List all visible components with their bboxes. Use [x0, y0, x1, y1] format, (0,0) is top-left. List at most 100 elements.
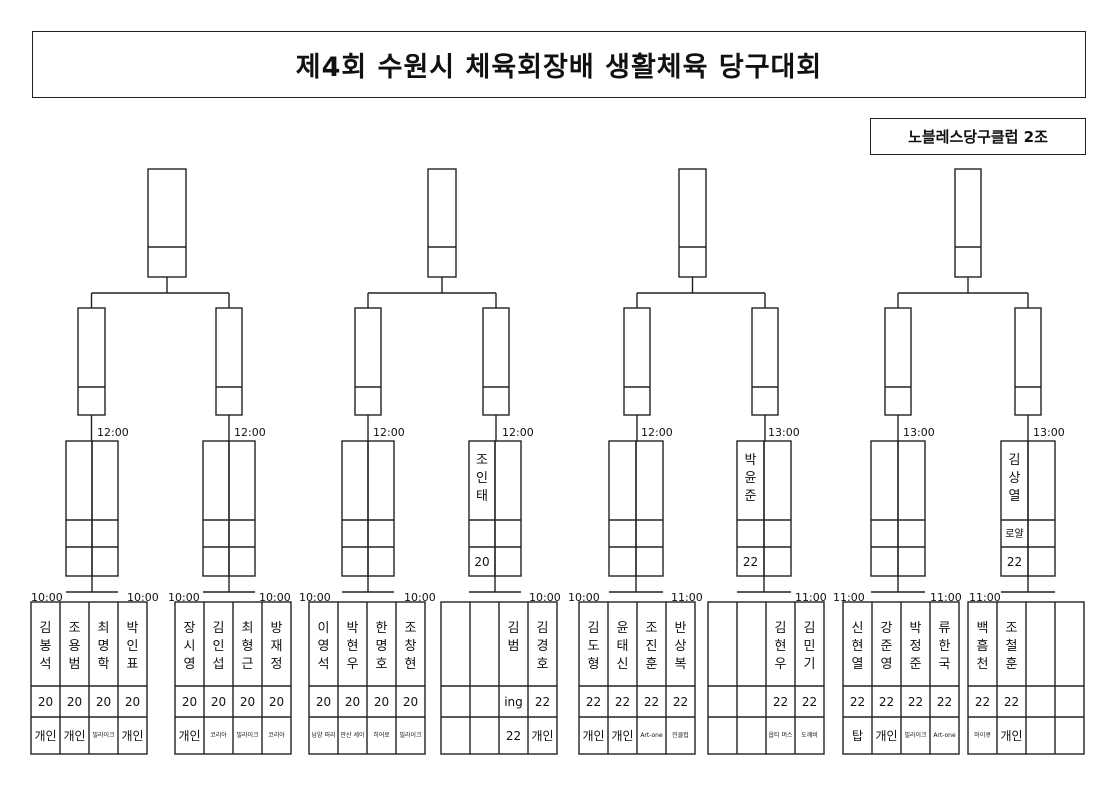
round2-winner-score [66, 555, 92, 569]
player-club: Art-one [640, 732, 663, 739]
round2-winner-score [609, 555, 636, 569]
match-time-semi-left: 12:00 [373, 426, 405, 439]
player-name: 한 명 호 [375, 621, 388, 672]
round2-winner-name [609, 452, 636, 517]
player-club: 개인 [178, 729, 201, 743]
player-club: 코리아 [210, 732, 227, 739]
player-score: 22 [585, 695, 602, 709]
player-club: 빌라이크 [92, 732, 115, 739]
player-name [470, 620, 499, 682]
match-time-first-4: 10:00 [259, 591, 291, 604]
player-club: 개인 [582, 729, 605, 743]
round2-winner-name [66, 452, 92, 517]
player-club: 22 [505, 729, 522, 743]
match-time-semi-right: 13:00 [768, 426, 800, 439]
match-time-semi-right: 13:00 [1033, 426, 1065, 439]
player-name: 조 창 현 [404, 621, 417, 672]
player-score: 22 [534, 695, 551, 709]
match-time-first-1: 10:00 [299, 591, 331, 604]
round2-winner-club [737, 528, 764, 542]
player-club: 빌라이크 [236, 732, 259, 739]
round2-winner-name: 조 인 태 [476, 453, 488, 504]
player-club: 개인 [34, 729, 57, 743]
round2-cell [367, 440, 395, 577]
match-time-first-1: 10:00 [31, 591, 63, 604]
round2-cell [91, 440, 119, 577]
player-score: 20 [373, 695, 390, 709]
player-name: 김 인 섭 [212, 621, 225, 672]
player-score: 22 [974, 695, 991, 709]
player-club: 마이큐 [974, 732, 991, 739]
player-club: 도깨비 [801, 732, 818, 739]
round2-winner-score: 22 [1006, 555, 1023, 569]
player-name [441, 620, 470, 682]
player-score [1026, 695, 1055, 709]
player-club: 개인 [121, 729, 144, 743]
player-score: 22 [801, 695, 818, 709]
match-time-first-2: 10:00 [127, 591, 159, 604]
player-name [737, 620, 766, 682]
player-name: 김 도 형 [587, 621, 600, 672]
player-name: 조 진 훈 [645, 621, 658, 672]
round2-winner-club [203, 528, 229, 542]
round2-cell [763, 440, 792, 577]
match-time-first-1: 11:00 [833, 591, 865, 604]
player-score: 20 [210, 695, 227, 709]
player-name: 김 현 우 [774, 621, 787, 672]
player-name: 이 영 석 [317, 621, 330, 672]
page-title: 제4회 수원시 체육회장배 생활체육 당구대회 [32, 31, 1086, 98]
match-time-semi-left: 13:00 [903, 426, 935, 439]
match-time-first-2: 11:00 [930, 591, 962, 604]
player-score: 20 [268, 695, 285, 709]
player-score: 22 [936, 695, 953, 709]
player-score: 20 [181, 695, 198, 709]
group-label: 노블레스당구클럽 2조 [870, 118, 1086, 155]
round2-winner-name [203, 452, 229, 517]
player-name [1026, 620, 1055, 682]
player-club [708, 722, 737, 750]
round2-winner-club: 로얄 [1005, 529, 1024, 540]
round2-winner-score [203, 555, 229, 569]
player-name: 방 재 정 [270, 621, 283, 672]
round2-cell [897, 440, 926, 577]
player-club: 민클럽 [672, 732, 689, 739]
player-club: 개인 [531, 729, 554, 743]
match-time-first-4: 10:00 [529, 591, 561, 604]
round2-winner-name [871, 452, 898, 517]
player-name: 신 현 열 [851, 621, 864, 672]
round2-cell [228, 440, 256, 577]
round2-cell [635, 440, 664, 577]
match-time-first-2: 10:00 [404, 591, 436, 604]
player-name: 조 철 훈 [1005, 621, 1018, 672]
player-score [708, 695, 737, 709]
player-name: 조 용 범 [68, 621, 81, 672]
player-club [1026, 722, 1055, 750]
player-score: 20 [402, 695, 419, 709]
round2-winner-club [342, 528, 368, 542]
player-name: 박 인 표 [126, 621, 139, 672]
player-name: 김 봉 석 [39, 621, 52, 672]
player-club: 빌라이크 [399, 732, 422, 739]
match-time-first-2: 11:00 [671, 591, 703, 604]
round2-winner-name: 박 윤 준 [744, 453, 757, 504]
player-score: 20 [66, 695, 83, 709]
player-name: 최 명 학 [97, 621, 110, 672]
player-club: 개인 [63, 729, 86, 743]
round2-winner-score: 22 [742, 555, 759, 569]
match-time-first-1: 10:00 [568, 591, 600, 604]
player-club: 개인 [611, 729, 634, 743]
round2-cell [1027, 440, 1056, 577]
player-name: 윤 태 신 [616, 621, 629, 672]
player-name: 백 흠 천 [976, 621, 989, 672]
player-score: 20 [344, 695, 361, 709]
player-score: 22 [643, 695, 660, 709]
player-name: 김 범 [507, 621, 520, 654]
player-club [470, 722, 499, 750]
player-score: 22 [614, 695, 631, 709]
player-club: 남양 퍼리 [311, 732, 336, 739]
player-score [1055, 695, 1084, 709]
player-name: 김 경 호 [536, 621, 549, 672]
player-name: 류 한 국 [938, 621, 951, 672]
match-time-semi-right: 12:00 [234, 426, 266, 439]
player-club [737, 722, 766, 750]
